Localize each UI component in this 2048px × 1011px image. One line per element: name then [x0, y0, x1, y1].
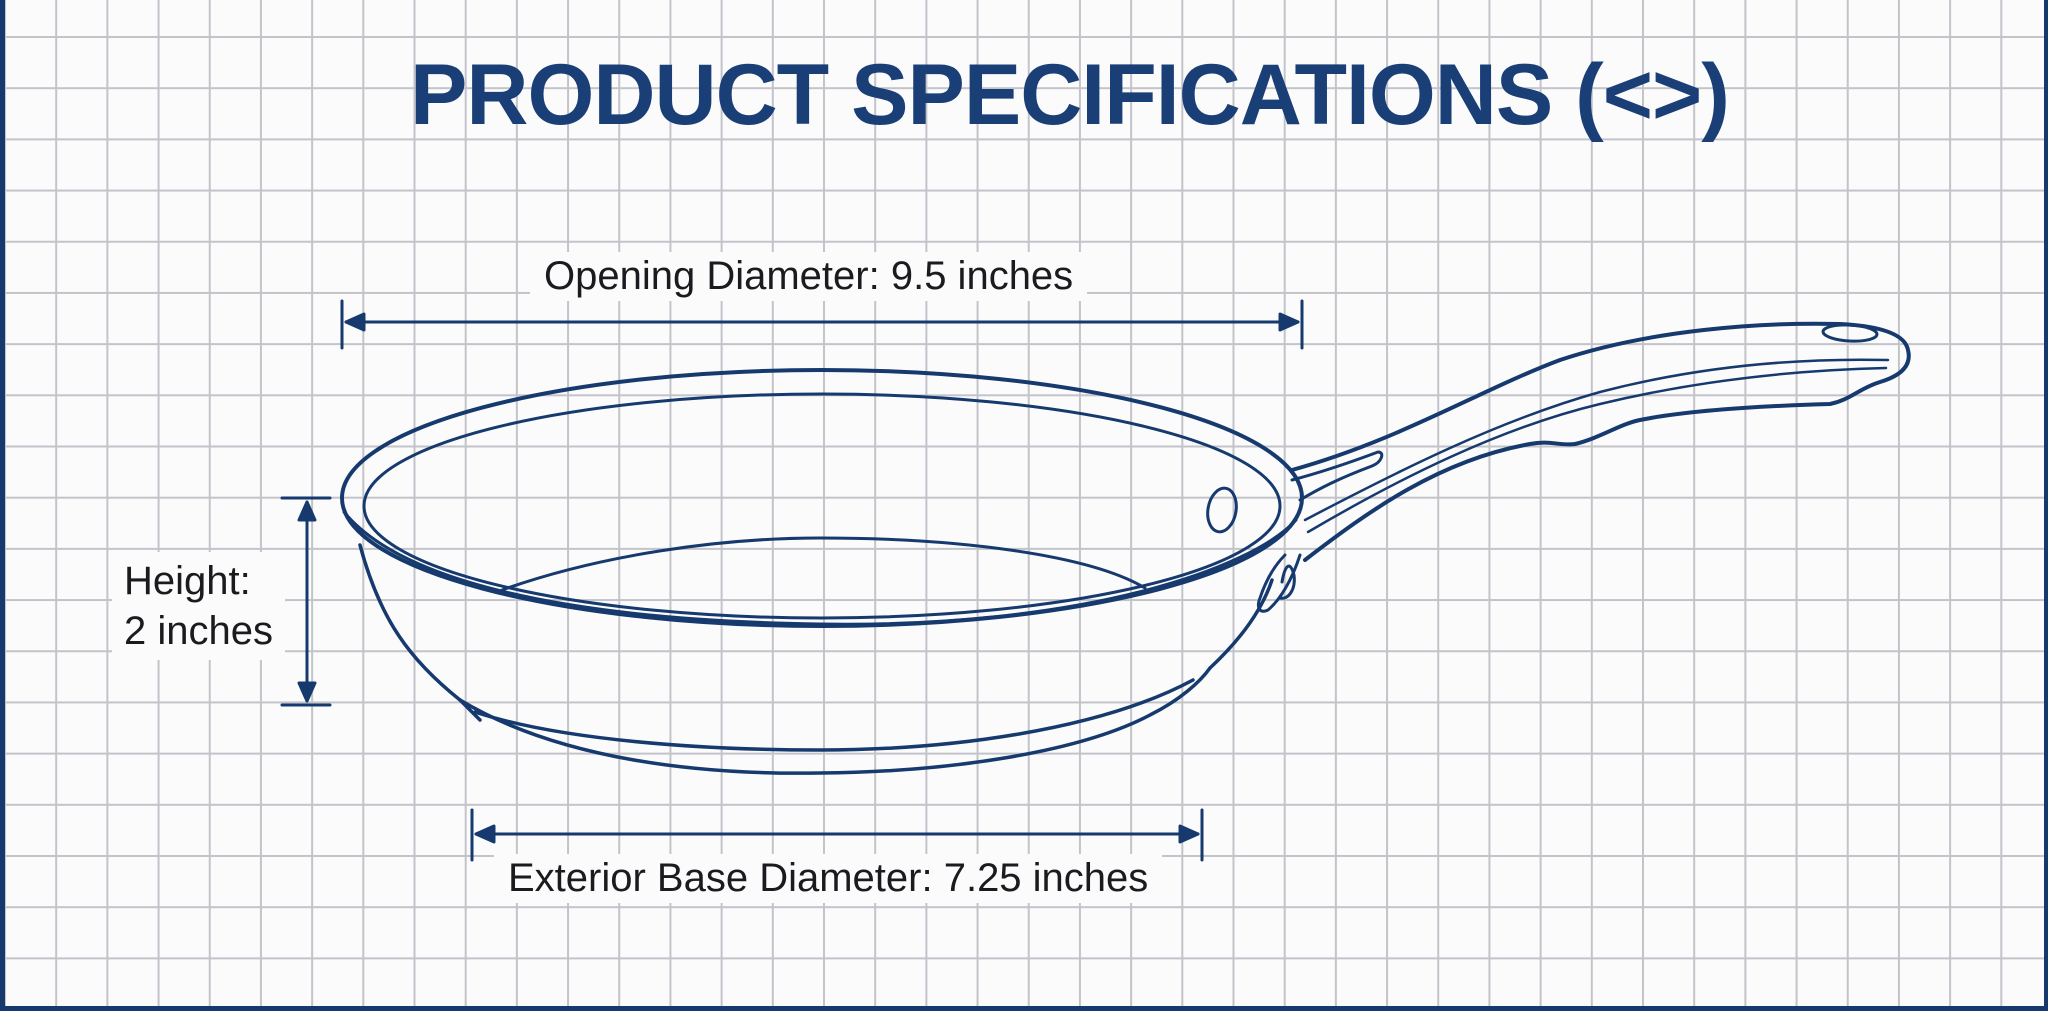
base-diameter-dimension — [470, 808, 1204, 862]
page-title: PRODUCT SPECIFICATIONS (<>) — [410, 47, 1730, 143]
opening-diameter-dimension — [340, 299, 1304, 350]
rivet-icon — [1206, 486, 1238, 534]
pan-floor-edge — [500, 536, 1147, 592]
height-label-line2: 2 inches — [124, 609, 273, 653]
base-diameter-label: Exterior Base Diameter: 7.25 inches — [494, 854, 1163, 903]
opening-diameter-label: Opening Diameter: 9.5 inches — [530, 252, 1088, 301]
pan-handle — [1256, 321, 1911, 613]
height-dimension — [280, 496, 332, 707]
height-label-line1: Height: — [124, 559, 251, 603]
height-label: Height: 2 inches — [112, 552, 285, 660]
pan-body — [358, 543, 1274, 775]
pan-rim — [340, 368, 1304, 628]
